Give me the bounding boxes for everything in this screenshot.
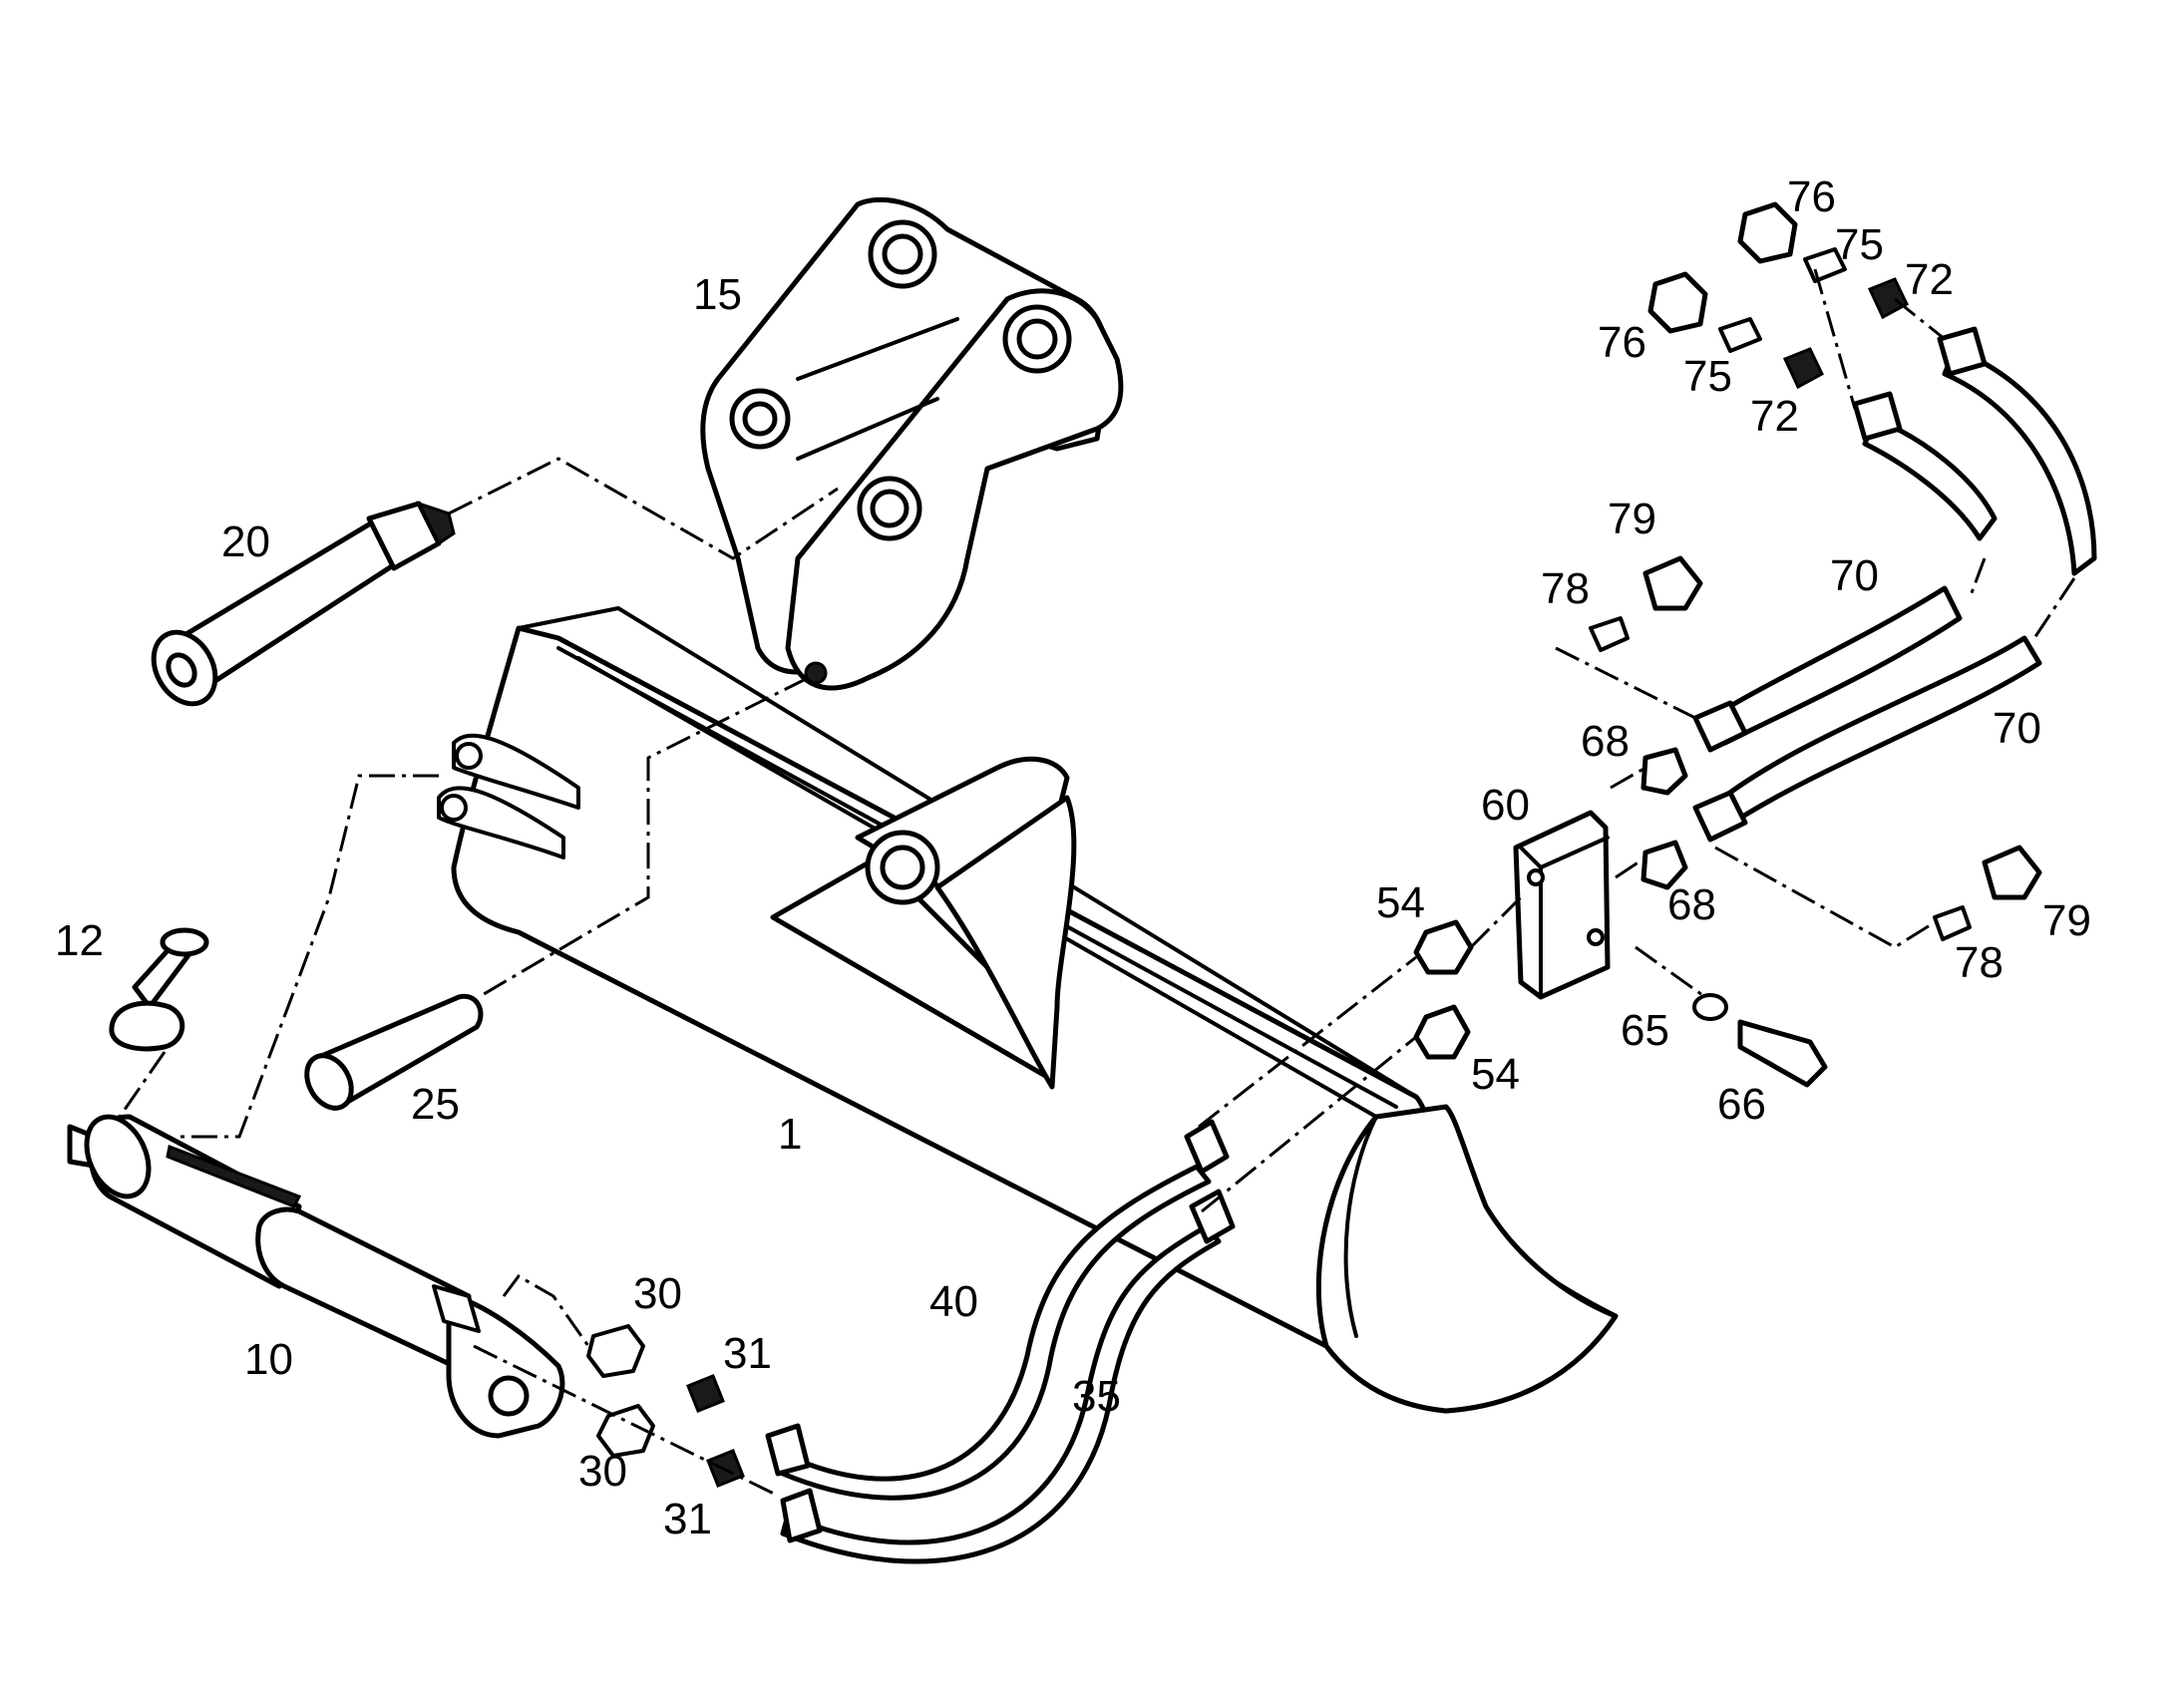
callout-68-lower: 68: [1667, 880, 1716, 929]
callout-31-upper: 31: [723, 1329, 772, 1378]
callout-79-upper: 79: [1608, 495, 1656, 543]
callout-40: 40: [929, 1277, 978, 1326]
callout-35: 35: [1072, 1372, 1121, 1421]
callout-76-lower: 76: [1598, 318, 1646, 367]
assembly-leader-lines: [118, 268, 2076, 1498]
callout-65: 65: [1621, 1006, 1669, 1055]
callout-75-upper: 75: [1835, 220, 1884, 269]
callout-25: 25: [411, 1080, 460, 1129]
callout-78-upper: 78: [1541, 564, 1590, 613]
callout-76-upper: 76: [1787, 172, 1836, 221]
callout-54-upper: 54: [1376, 878, 1425, 927]
callout-68-upper: 68: [1581, 717, 1630, 766]
callout-60: 60: [1481, 781, 1530, 830]
callout-70-lower: 70: [1993, 704, 2041, 753]
callout-54-lower: 54: [1471, 1050, 1520, 1099]
part-15-coupler-bracket: [700, 196, 1124, 691]
callout-30-lower: 30: [578, 1447, 627, 1496]
part-20-pin: [151, 501, 456, 707]
part-60-valve-block: [1413, 747, 1828, 1088]
callout-31-lower: 31: [663, 1495, 712, 1543]
fittings-72-75-76-78-79: [1589, 201, 2042, 941]
part-10-hydraulic-cylinder: [67, 1114, 565, 1439]
callout-labels: 1 10 12 15 20 25 30 30 31 31 35 40 54 54…: [55, 172, 2091, 1543]
callout-72-upper: 72: [1905, 255, 1954, 304]
part-12-lock-pin: [109, 927, 209, 1052]
hoses-70: [1692, 326, 2097, 843]
callout-20: 20: [221, 517, 270, 566]
callout-30-upper: 30: [633, 1269, 682, 1318]
callout-75-lower: 75: [1683, 352, 1732, 401]
callout-66: 66: [1717, 1080, 1766, 1129]
callout-79-lower: 79: [2042, 896, 2091, 945]
callout-12: 12: [55, 916, 104, 965]
callout-15: 15: [693, 270, 742, 319]
callout-1: 1: [778, 1110, 802, 1159]
callout-78-lower: 78: [1955, 938, 2003, 987]
fittings-30-31: [586, 1324, 745, 1488]
callout-70-upper: 70: [1830, 551, 1879, 600]
callout-10: 10: [244, 1335, 293, 1384]
part-25-short-pin: [304, 993, 484, 1111]
hoses-35-40: [765, 1119, 1236, 1564]
callout-72-lower: 72: [1750, 392, 1799, 441]
part-1-bucket-body: [437, 605, 1619, 1414]
